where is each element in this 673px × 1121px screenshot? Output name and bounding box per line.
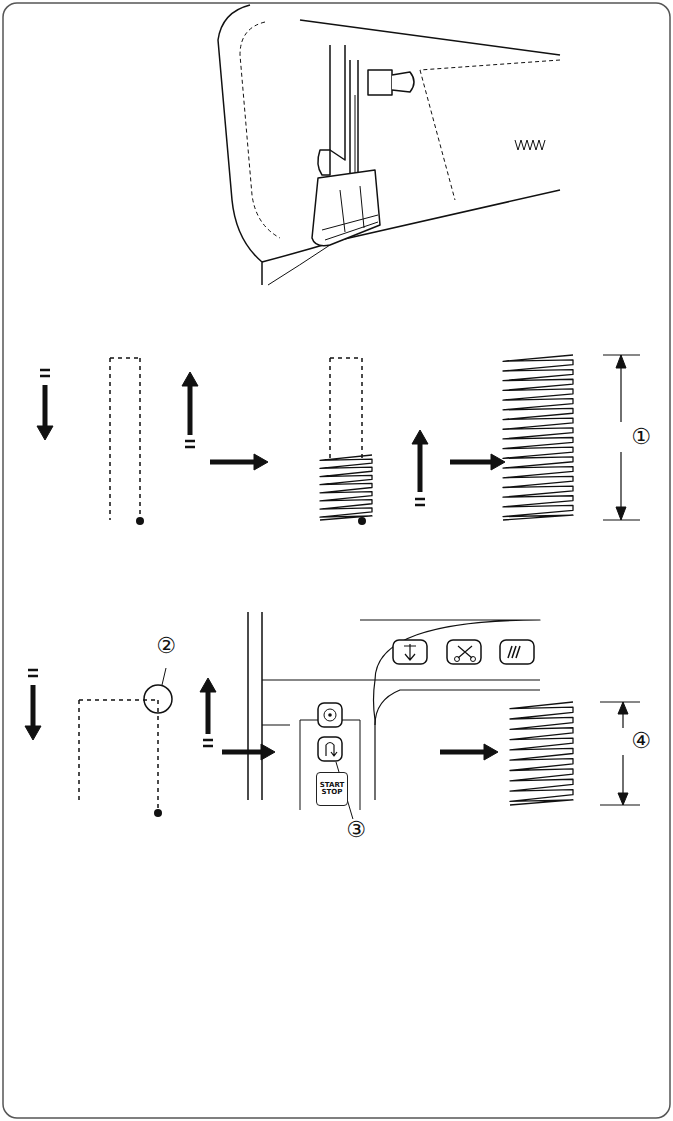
scissors-icon [455,657,460,662]
leader-line [162,668,166,685]
presser-foot [322,215,378,240]
machine-body [262,680,540,725]
bartack-stitch [503,355,573,520]
callout-number: ② [156,635,176,657]
direction-arrow [43,385,48,426]
straight-stitch [330,358,362,460]
start-stop-button: START STOP [316,772,348,806]
step-arrow [484,744,498,760]
updown-icon [328,713,332,717]
direction-arrow [182,372,198,386]
step-arrow [222,750,261,755]
direction-arrow [40,369,50,372]
button-panel [300,720,360,810]
clamp-screw [392,72,414,92]
zigzag-stitch [320,455,372,520]
fabric-edge [262,190,560,262]
dimension-line [600,702,640,805]
needle-icon [404,644,416,660]
callout-number: ③ [346,819,366,841]
fabric-edge [250,4,668,6]
straight-stitch [79,700,158,812]
bartack-stitch [510,702,573,805]
direction-arrow [200,678,216,692]
direction-arrow [28,669,38,672]
scissors-icon [471,657,476,662]
fabric-edge [218,5,262,285]
direction-arrow [188,386,193,435]
button-label: START STOP [319,782,345,797]
updown-button [318,703,342,727]
stitch-line [240,22,280,238]
machine-body [360,620,540,680]
direction-arrow [28,675,38,678]
reverse-icon [326,743,337,757]
page-frame [3,3,670,1118]
direction-arrow [203,745,213,748]
fabric-edge [559,55,561,190]
step-arrow [261,744,275,760]
direction-arrow [25,726,41,740]
direction-arrow [40,375,50,378]
machine-body [374,680,376,800]
direction-arrow [415,498,425,501]
direction-arrow [185,440,195,443]
direction-arrow [31,685,36,726]
direction-arrow [206,692,211,734]
thread [268,245,330,285]
updown-icon [324,709,336,721]
step-arrow [440,750,484,755]
start-point [136,517,144,525]
step-arrow [254,454,268,470]
lock-icon [508,646,520,658]
stitch-line [420,60,560,200]
direction-arrow [185,446,195,449]
dimension-arrow [616,355,626,520]
fabric-edge [330,30,610,190]
presser-bar [330,45,345,160]
direction-arrow [203,739,213,742]
needle-button [393,640,427,664]
direction-arrow [37,426,53,440]
start-point [358,517,366,525]
step-arrow [210,460,254,465]
needle-clamp [368,70,392,95]
direction-arrow [412,430,428,444]
direction-arrow [418,444,423,492]
stitch-sample [515,140,545,150]
reverse-button [318,737,342,761]
turn-point-marker [144,685,172,713]
machine-body [248,612,262,800]
cutter-button [447,640,481,664]
start-point [154,809,162,817]
foot-screw [318,150,330,175]
step-arrow [450,460,491,465]
lock-button [500,640,534,664]
dimension-arrow [618,702,628,805]
fabric-edge [300,20,560,55]
straight-stitch [110,358,140,520]
scissors-icon [458,646,472,658]
presser-foot [312,170,380,246]
callout-number: ① [631,426,651,448]
callout-number: ④ [631,730,651,752]
presser-foot [340,186,364,232]
direction-arrow [415,504,425,507]
